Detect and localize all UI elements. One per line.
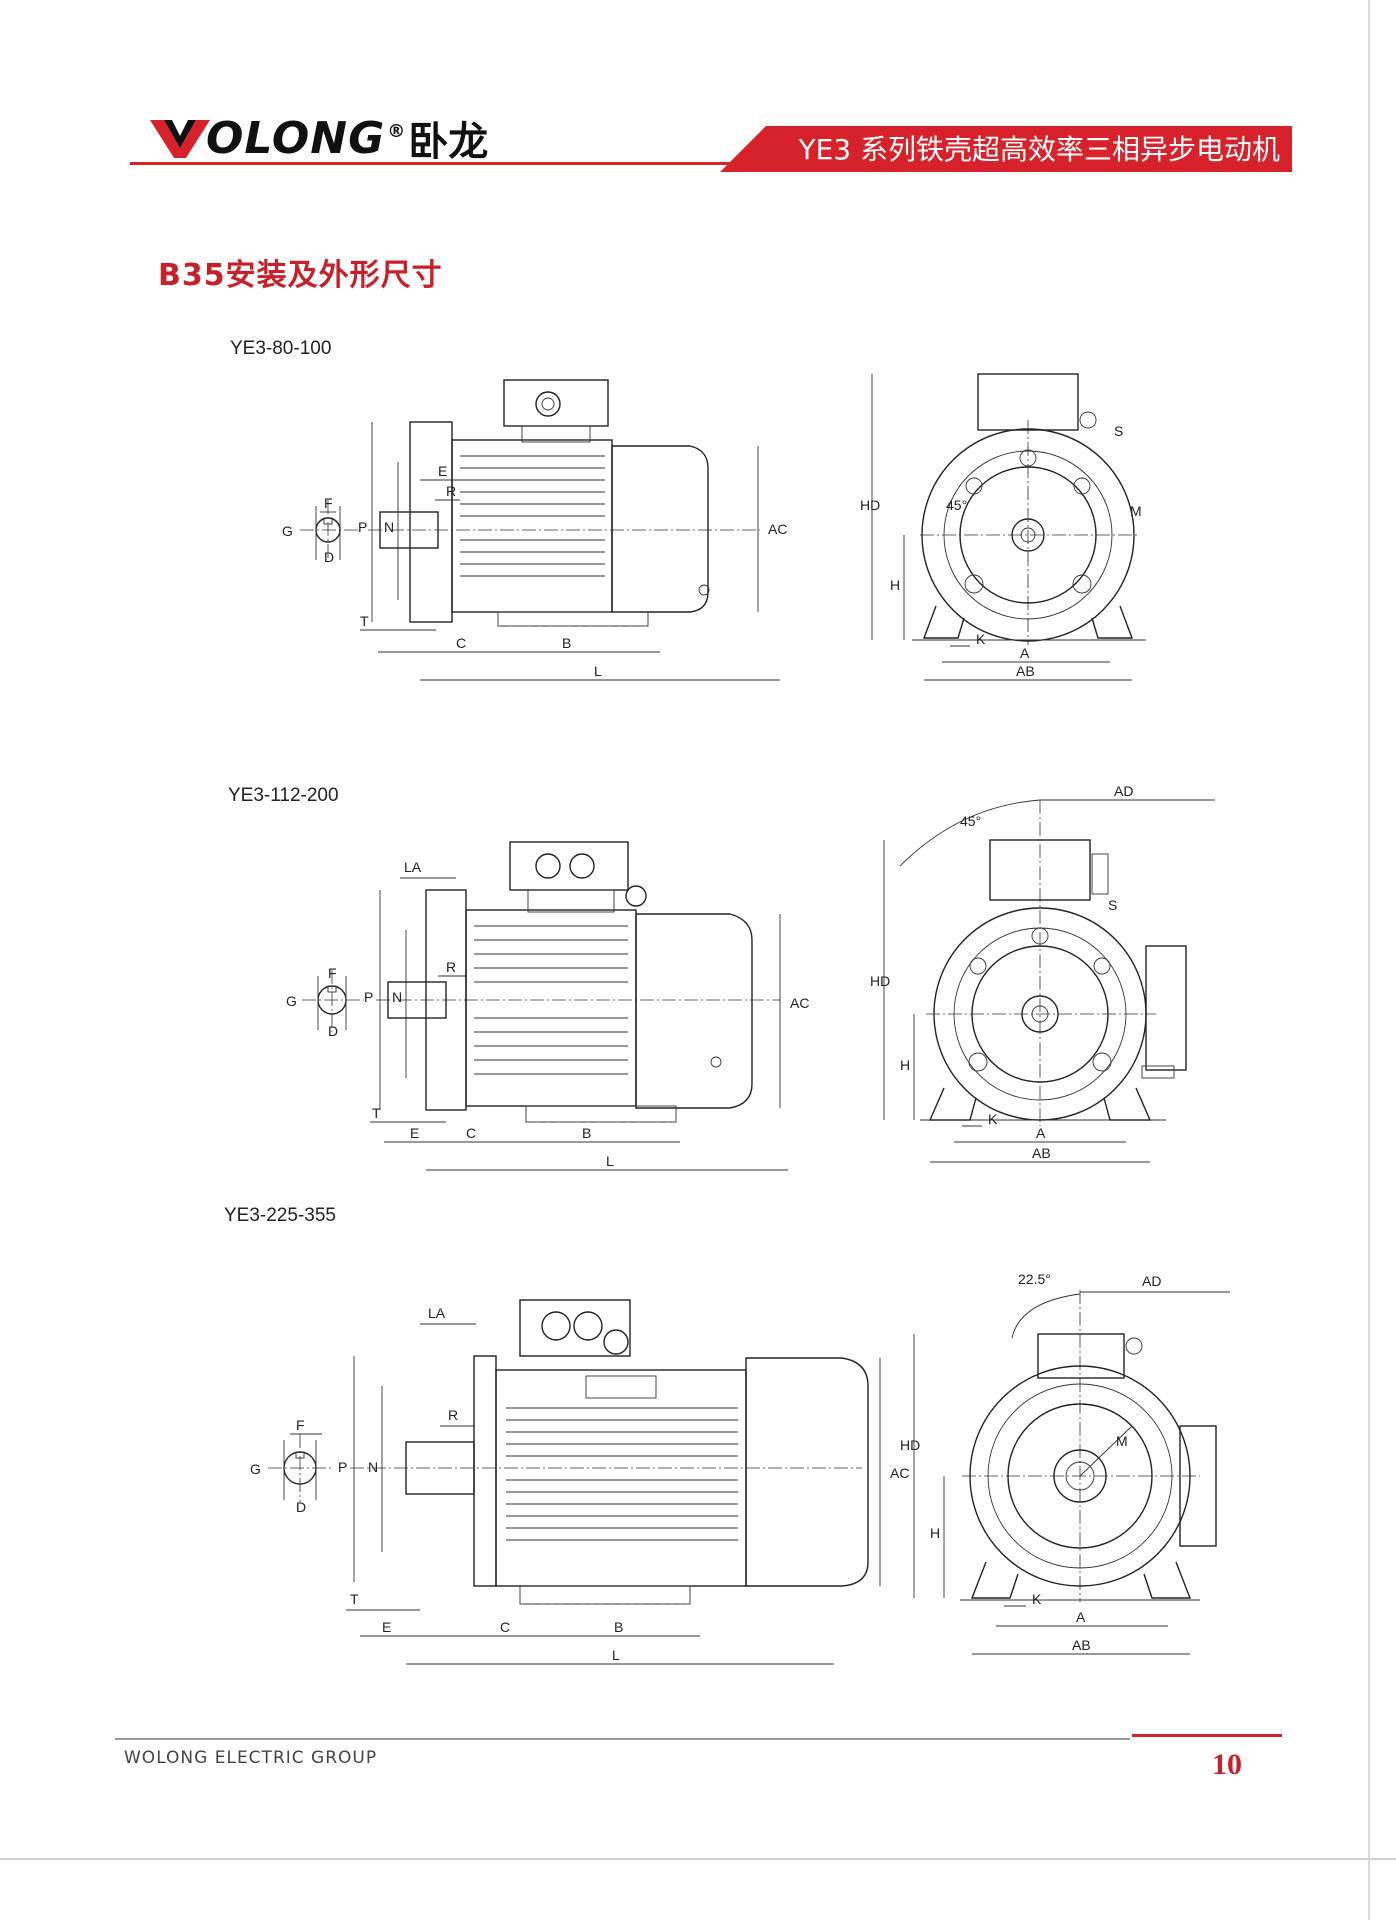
dim-label-angle: 22.5°: [1018, 1271, 1051, 1287]
dim-label-B: B: [614, 1619, 623, 1635]
dim-label-K: K: [988, 1111, 998, 1127]
dim-label-F: F: [324, 495, 333, 511]
dim-label-HD: HD: [870, 973, 890, 989]
page-number: 10: [1212, 1748, 1242, 1781]
dim-label-M: M: [1116, 1433, 1128, 1449]
dim-label-D: D: [328, 1023, 338, 1039]
dim-label-T: T: [350, 1591, 359, 1607]
dim-label-N: N: [392, 989, 402, 1005]
front-view-drawing: 22.5° AD HD H M K A AB: [900, 1271, 1230, 1655]
brand-logo: OLONG® 卧龙: [150, 108, 488, 168]
dim-label-S: S: [1114, 423, 1123, 439]
model-label: YE3-225-355: [224, 1205, 336, 1226]
dim-label-angle: 45°: [946, 497, 967, 513]
dim-label-AB: AB: [1016, 663, 1035, 679]
dim-label-AD: AD: [1114, 783, 1133, 799]
series-title: YE3 系列铁壳超高效率三相异步电动机: [798, 133, 1280, 166]
dim-label-R: R: [446, 483, 456, 499]
wolong-logo-icon: [150, 120, 210, 158]
dim-label-C: C: [466, 1125, 476, 1141]
brand-name: OLONG®: [206, 112, 407, 164]
model-label: YE3-112-200: [228, 785, 339, 806]
dim-label-T: T: [360, 613, 369, 629]
dim-label-D: D: [324, 549, 334, 565]
dim-label-LA: LA: [404, 859, 422, 875]
front-view-drawing: HD H 45° S M K A AB: [860, 373, 1146, 681]
dim-label-P: P: [358, 519, 367, 535]
dim-label-AB: AB: [1072, 1637, 1091, 1653]
dim-label-L: L: [612, 1647, 620, 1663]
section-title: B35安装及外形尺寸: [158, 258, 443, 293]
dim-label-K: K: [976, 631, 986, 647]
dim-label-P: P: [338, 1459, 347, 1475]
side-view-drawing: F G D LA P N R AC T E: [250, 1299, 909, 1665]
dim-label-LA: LA: [428, 1305, 446, 1321]
front-view-drawing: AD 45° HD H S K A AB: [870, 783, 1215, 1163]
dim-label-L: L: [606, 1153, 614, 1169]
dim-label-AC: AC: [890, 1465, 909, 1481]
brand-chinese-name: 卧龙: [408, 119, 489, 165]
dim-label-AC: AC: [790, 995, 809, 1011]
dim-label-E: E: [438, 463, 447, 479]
dim-label-F: F: [328, 965, 337, 981]
header-banner: [720, 126, 1292, 172]
dim-label-R: R: [446, 959, 456, 975]
dim-label-N: N: [384, 519, 394, 535]
dim-label-C: C: [500, 1619, 510, 1635]
dim-label-angle: 45°: [960, 813, 981, 829]
dim-label-E: E: [382, 1619, 391, 1635]
footer-accent-rule: [1132, 1734, 1282, 1737]
dim-label-E: E: [410, 1125, 419, 1141]
side-view-drawing: F G D P N E R: [282, 379, 787, 681]
dim-label-G: G: [286, 993, 297, 1009]
model-label: YE3-80-100: [230, 338, 332, 359]
dim-label-F: F: [296, 1417, 305, 1433]
dim-label-M: M: [1130, 503, 1142, 519]
dim-label-T: T: [372, 1105, 381, 1121]
dim-label-C: C: [456, 635, 466, 651]
dim-label-AD: AD: [1142, 1273, 1161, 1289]
dim-label-G: G: [250, 1461, 261, 1477]
dim-label-H: H: [890, 577, 900, 593]
dim-label-H: H: [900, 1057, 910, 1073]
dim-label-N: N: [368, 1459, 378, 1475]
dim-label-HD: HD: [860, 497, 880, 513]
dim-label-B: B: [582, 1125, 591, 1141]
dim-label-H: H: [930, 1525, 940, 1541]
page-edge: [1368, 0, 1370, 1920]
dim-label-AC: AC: [768, 521, 787, 537]
dim-label-S: S: [1108, 897, 1117, 913]
dim-label-P: P: [364, 989, 373, 1005]
dim-label-A: A: [1076, 1609, 1086, 1625]
header-rule: [130, 162, 1290, 165]
page-edge: [0, 1858, 1396, 1860]
dim-label-B: B: [562, 635, 571, 651]
dim-label-G: G: [282, 523, 293, 539]
dim-label-HD: HD: [900, 1437, 920, 1453]
dim-label-K: K: [1032, 1591, 1042, 1607]
dim-label-A: A: [1020, 645, 1030, 661]
footer-company: WOLONG ELECTRIC GROUP: [124, 1748, 378, 1768]
dim-label-D: D: [296, 1499, 306, 1515]
footer-rule: [115, 1738, 1130, 1740]
side-view-drawing: F G D LA P N R AC T E: [286, 841, 809, 1171]
dim-label-AB: AB: [1032, 1145, 1051, 1161]
dim-label-R: R: [448, 1407, 458, 1423]
dim-label-A: A: [1036, 1125, 1046, 1141]
dim-label-L: L: [594, 663, 602, 679]
